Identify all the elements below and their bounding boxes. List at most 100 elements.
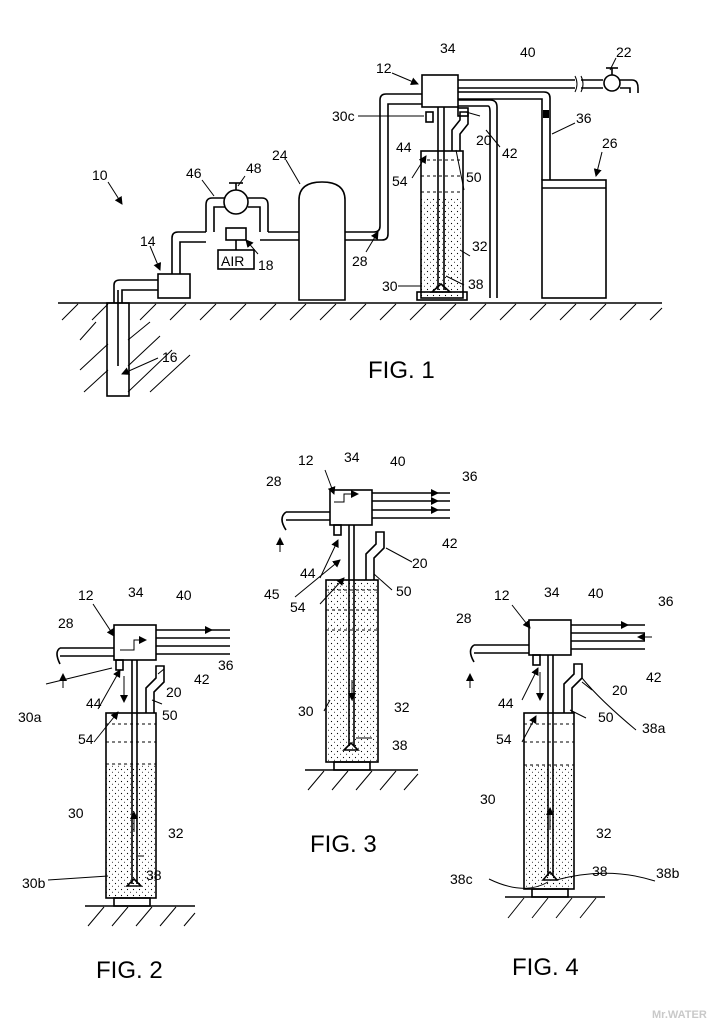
ref-label: 30 (68, 805, 84, 821)
ref-label: 24 (272, 147, 288, 163)
ref-label: 40 (520, 44, 536, 60)
supply-line-28 (345, 94, 422, 232)
ref-label: 42 (442, 535, 458, 551)
ref-label: 12 (376, 60, 392, 76)
brine-tank-26 (542, 180, 606, 298)
well-riser-pipe (114, 280, 158, 303)
line-40 (156, 630, 230, 638)
ref-label: 28 (58, 615, 74, 631)
ref-label: 38b (656, 865, 680, 881)
ref-label: 34 (128, 584, 144, 600)
ref-label: 30a (18, 709, 42, 725)
ref-label: 30 (480, 791, 496, 807)
ref-label: 54 (290, 599, 306, 615)
ref-label: 44 (300, 565, 316, 581)
line-36 (156, 646, 230, 654)
control-valve-34 (422, 75, 458, 107)
ref-label: 28 (456, 610, 472, 626)
ref-label: 32 (472, 238, 488, 254)
control-valve-34 (330, 490, 372, 525)
figure-3 (280, 490, 450, 790)
ref-label: 36 (658, 593, 674, 609)
line-40 (571, 625, 645, 633)
ref-label: 18 (258, 257, 274, 273)
ref-label: 50 (396, 583, 412, 599)
ref-label: 32 (394, 699, 410, 715)
ref-label: 40 (588, 585, 604, 601)
figure-caption: FIG. 2 (96, 957, 163, 984)
control-valve-34 (529, 620, 571, 655)
figure-caption: FIG. 1 (368, 357, 435, 384)
ref-label: 22 (616, 44, 632, 60)
ref-label: 32 (596, 825, 612, 841)
ref-label: 34 (344, 449, 360, 465)
ref-label: 54 (392, 173, 408, 189)
ground-hatching (62, 304, 662, 392)
pressure-tank-24 (299, 182, 345, 300)
head-20 (146, 666, 164, 713)
ref-label: 38 (392, 737, 408, 753)
ref-label: 20 (166, 684, 182, 700)
ref-label: 30b (22, 875, 46, 891)
head-20 (366, 532, 384, 580)
figure-caption: FIG. 3 (310, 831, 377, 858)
air-loop-46 (206, 198, 225, 232)
control-valve-34 (114, 625, 156, 660)
ref-label: 48 (246, 160, 262, 176)
pump-14 (158, 274, 190, 298)
ref-label: 30 (382, 278, 398, 294)
line-36 (372, 510, 450, 518)
head-20 (452, 112, 468, 151)
ref-label: 40 (176, 587, 192, 603)
ref-label: 30 (298, 703, 314, 719)
ref-label: 54 (496, 731, 512, 747)
figure-4 (470, 620, 652, 918)
ref-label: 16 (162, 349, 178, 365)
ref-label: 45 (264, 586, 280, 602)
ref-label: 38c (450, 871, 473, 887)
ref-label: 40 (390, 453, 406, 469)
ref-label: 44 (498, 695, 514, 711)
head-20 (564, 664, 582, 713)
ref-label: 20 (412, 555, 428, 571)
ref-label: 34 (544, 584, 560, 600)
ref-label: 38 (146, 867, 162, 883)
vent-44 (426, 112, 433, 122)
inlet-28 (60, 648, 114, 656)
ref-label: 42 (502, 145, 518, 161)
ref-label: 44 (86, 695, 102, 711)
ref-label: 36 (576, 110, 592, 126)
faucet-22 (604, 75, 620, 91)
valve-48 (224, 190, 248, 214)
ref-label: 36 (462, 468, 478, 484)
ref-label: 20 (476, 132, 492, 148)
ref-label: 38 (592, 863, 608, 879)
ref-label: 50 (162, 707, 178, 723)
ref-label: 12 (494, 587, 510, 603)
inlet-28 (474, 645, 529, 653)
ref-label: 28 (266, 473, 282, 489)
ref-label: 44 (396, 139, 412, 155)
ref-label: 50 (598, 709, 614, 725)
ref-label: 30c (332, 108, 355, 124)
ref-label: 36 (218, 657, 234, 673)
ref-label: 42 (194, 671, 210, 687)
ref-label: 32 (168, 825, 184, 841)
ref-label: 12 (78, 587, 94, 603)
figure-1 (58, 68, 662, 396)
ref-label: 50 (466, 169, 482, 185)
ref-label: 46 (186, 165, 202, 181)
ref-label: 34 (440, 40, 456, 56)
ref-label: 14 (140, 233, 156, 249)
line-40 (372, 493, 450, 501)
ref-label: 38a (642, 720, 666, 736)
ref-label: 38 (468, 276, 484, 292)
pump-outlet-pipe (172, 232, 206, 274)
inlet-28 (286, 512, 330, 520)
watermark-logo: Mr.WATER (652, 1009, 707, 1021)
vent-44 (334, 525, 341, 535)
line-36 (571, 641, 645, 649)
air-label: AIR (221, 253, 244, 269)
air-injector-18 (226, 228, 246, 240)
